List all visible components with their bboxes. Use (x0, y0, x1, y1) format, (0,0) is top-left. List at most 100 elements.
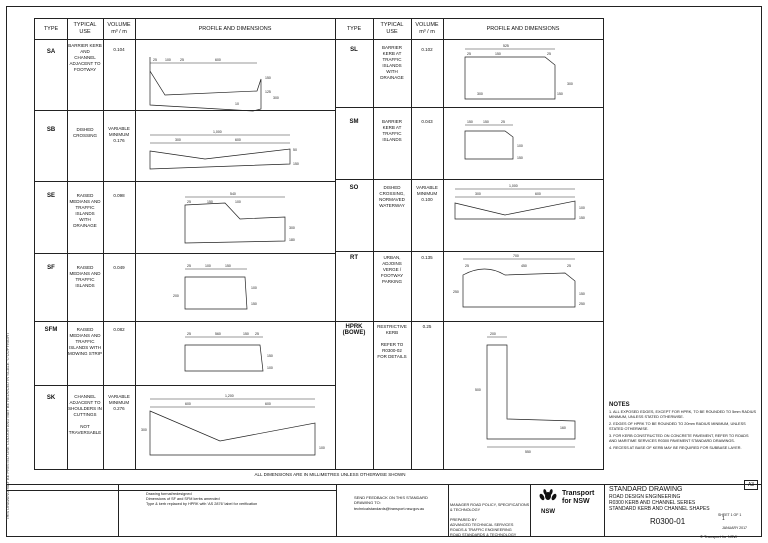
dim-se-6: 180 (289, 238, 295, 242)
dim-sa-5: 150 (265, 76, 271, 80)
type-sf: SF (47, 265, 55, 271)
header-profile-right: PROFILE AND DIMENSIONS (486, 26, 560, 32)
dim-sk-1: 1,200 (225, 394, 234, 398)
dim-sf-3: 150 (225, 264, 231, 268)
type-sm: SM (349, 119, 359, 125)
profile-hprk: 200 500 550 160 (475, 332, 576, 454)
header-profile-left: PROFILE AND DIMENSIONS (198, 26, 272, 32)
revision-number: 1 (722, 516, 725, 522)
copyright: © Transport for NSW (700, 534, 738, 539)
feedback-text: SEND FEEDBACK ON THIS STANDARD DRAWING T… (354, 495, 428, 505)
type-rt: RT (350, 255, 358, 261)
use-sf: RAISED MEDIANS AND TRAFFIC ISLANDS (69, 265, 101, 288)
type-se: SE (46, 193, 55, 199)
volume-hprk: 0.25 (422, 324, 432, 329)
header-use-left: TYPICAL USE (73, 22, 97, 35)
dim-sa-3: 25 (180, 58, 184, 62)
dim-sa-1: 25 (153, 58, 157, 62)
dim-rt-2: 25 (465, 264, 469, 268)
dim-rt-7: 250 (579, 302, 585, 306)
title-line-3: STANDARD KERB AND CHANNEL SHAPES (609, 506, 710, 512)
profile-sfm: 25 560 150 25 150 100 (184, 332, 273, 372)
profile-rt: 700 25 450 25 250 150 250 (453, 254, 585, 308)
profile-sl: 525 25 150 25 300 150 300 (464, 44, 573, 100)
profile-sm: 150 150 25 100 150 (464, 120, 523, 160)
dim-sf-4: 200 (173, 294, 179, 298)
type-sb: SB (46, 127, 56, 133)
manager-label: MANAGER ROAD POLICY, SPECIFICATIONS & TE… (450, 503, 530, 512)
dim-sl-5: 300 (567, 82, 573, 86)
drawing-number: R0300-01 (650, 517, 686, 526)
dim-sfm-2: 560 (215, 332, 221, 336)
type-sl: SL (350, 47, 358, 53)
waratah-icon (539, 489, 557, 501)
type-sa: SA (46, 49, 56, 55)
volume-sl: 0.102 (421, 47, 433, 52)
notes-title: NOTES (609, 402, 630, 408)
dim-rt-4: 25 (567, 264, 571, 268)
use-se: RAISED MEDIANS AND TRAFFIC ISLANDS WITH … (69, 193, 101, 228)
note-4: 4. RECESS AT BASE OF KERB MAY BE REQUIRE… (609, 446, 742, 450)
note-3: 3. FOR KERB CONSTRUCTED ON CONCRETE PAVE… (609, 434, 749, 443)
use-sl: BARRIER KERB AT TRAFFIC ISLANDS WITH DRA… (380, 45, 404, 80)
dimensions-note: ALL DIMENSIONS ARE IN MILLIMETRES UNLESS… (254, 472, 406, 477)
note-2: 2. EDGES OF HPRK TO BE ROUNDED TO 20mm R… (609, 422, 746, 431)
dim-sf-5: 100 (251, 286, 257, 290)
dim-sb-2: 300 (175, 138, 181, 142)
dim-rt-1: 700 (513, 254, 519, 258)
dim-sl-2: 25 (467, 52, 471, 56)
dim-sk-3: 600 (265, 402, 271, 406)
dim-sl-6: 150 (557, 92, 563, 96)
dim-se-3: 150 (207, 200, 213, 204)
use-sk: CHANNEL ADJACENT TO SHOULDERS IN CUTTING… (68, 394, 102, 435)
dim-sm-4: 100 (517, 144, 523, 148)
header-type-left: TYPE (43, 26, 59, 32)
dim-hprk-4: 160 (560, 426, 566, 430)
volume-se: 0.098 (113, 193, 125, 198)
use-hprk: RESTRICTIVE KERB REFER TO R0300-02 FOR D… (377, 324, 407, 359)
side-copyright-text: THIS DRAWING MAY BE PRINTED ONE COLOUR A… (5, 332, 10, 520)
dim-hprk-2: 500 (475, 388, 481, 392)
dim-so-5: 150 (579, 216, 585, 220)
dim-hprk-3: 550 (525, 450, 531, 454)
dim-hprk-1: 200 (490, 332, 496, 336)
dim-so-2: 300 (475, 192, 481, 196)
sheet-size: A3 (744, 480, 758, 490)
kerb-profiles-drawing: 25 100 25 600 150 125 300 10 1,000 300 6… (141, 44, 585, 456)
dim-se-1: 540 (230, 192, 236, 196)
dim-sa-6: 125 (265, 90, 271, 94)
revision-1: Drawing format/redesigned (146, 492, 192, 496)
dim-sb-3: 600 (235, 138, 241, 142)
dim-sl-3: 150 (495, 52, 501, 56)
dim-rt-3: 450 (521, 264, 527, 268)
dim-sk-2: 600 (185, 402, 191, 406)
dim-sm-2: 150 (483, 120, 489, 124)
use-sfm: RAISED MEDIANS AND TRAFFIC ISLANDS WITH … (68, 327, 102, 356)
type-so: SO (349, 185, 359, 191)
dim-sk-5: 100 (319, 446, 325, 450)
dim-se-4: 100 (235, 200, 241, 204)
header-type-right: TYPE (346, 26, 362, 32)
dim-sa-2: 100 (165, 58, 171, 62)
header-use-right: TYPICAL USE (380, 22, 404, 35)
dim-sm-5: 150 (517, 156, 523, 160)
dim-sa-4: 600 (215, 58, 221, 62)
volume-sa: 0.104 (113, 47, 125, 52)
drawing-sheet (6, 6, 762, 537)
dim-sfm-6: 100 (267, 366, 273, 370)
dim-so-1: 1,000 (509, 184, 518, 188)
volume-so: VARIABLE MINIMUM 0.100 (416, 185, 438, 202)
volume-sm: 0.043 (421, 119, 433, 124)
use-rt: URBAN, ADJOINS VERGE / FOOTWAY PARKING (380, 255, 404, 284)
dim-sl-4: 25 (547, 52, 551, 56)
profile-sk: 1,200 600 600 300 100 (141, 394, 325, 456)
sheet-number: SHEET 1 OF 1 (718, 513, 742, 517)
dim-so-3: 600 (535, 192, 541, 196)
dim-sm-3: 25 (501, 120, 505, 124)
dim-sf-6: 150 (251, 302, 257, 306)
profile-se: 540 25 150 100 300 180 (184, 192, 295, 244)
dim-se-5: 300 (289, 226, 295, 230)
dim-sb-5: 150 (293, 162, 299, 166)
dim-sa-7: 300 (273, 96, 279, 100)
use-so: DISHED CROSSING, NORMAVED WATERWAY (379, 185, 405, 208)
